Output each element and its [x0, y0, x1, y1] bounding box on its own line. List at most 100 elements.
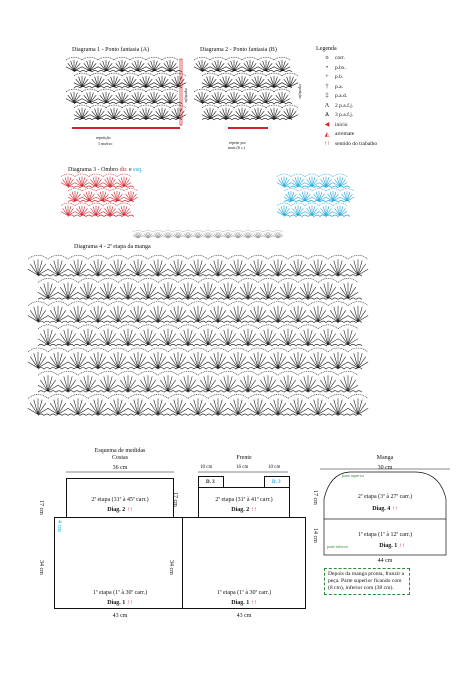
costas-diag2-text: Diag. 2 — [107, 507, 126, 513]
costas-diag1: Diag. 1 ↑↑ — [55, 600, 185, 606]
diagram3-title-esq: esq. — [133, 167, 143, 173]
frente-w-mid: 16 cm — [236, 465, 249, 470]
legend-item: † p.a. — [322, 83, 343, 91]
costas-lower: 1ª etapa (1ª à 30ª carr.) Diag. 1 ↑↑ — [54, 517, 186, 609]
legend-symbol-icon: • — [325, 64, 329, 71]
legend-symbol-icon: Ʌ — [324, 102, 330, 109]
diagram2-side-label: repetição — [298, 84, 303, 99]
legend-label: p.b. — [335, 74, 344, 80]
frente-h-upper: 17 cm — [172, 492, 178, 507]
costas-stage1: 1ª etapa (1ª à 30ª carr.) — [92, 590, 148, 596]
costas-bottom-width: 43 cm — [112, 613, 128, 619]
legend-item: Ʌ 2 p.a.f.j. — [322, 102, 353, 110]
frente-diag2-text: Diag. 2 — [231, 507, 250, 513]
frente-w-right: 10 cm — [268, 465, 281, 470]
legend-item: ↑↑ sentido do trabalho — [322, 140, 377, 148]
schemes-title: Esquema de medidas — [94, 448, 146, 454]
diagram1-motif-label: 1 motivo — [98, 141, 113, 146]
legend-label: início — [335, 121, 348, 128]
manga-top-width: 30 cm — [377, 465, 393, 471]
diagram3-title-and: e — [127, 167, 134, 173]
frente-lower: 1ª etapa (1ª à 30ª carr.) Diag. 1 ↑↑ — [182, 517, 306, 609]
legend-label: p.a. — [335, 83, 343, 90]
costas-top-dim — [66, 471, 174, 473]
diagram3-title-dir: dir. — [119, 167, 128, 173]
diagram2-chart — [193, 56, 299, 129]
costas-diag2: Diag. 2 ↑↑ — [67, 507, 173, 513]
costas-title: Costas — [111, 455, 128, 461]
frente-diag1: Diag. 1 ↑↑ — [183, 600, 305, 606]
diagram3-chart — [60, 173, 355, 239]
frente-d3-right: D. 3 — [272, 480, 281, 485]
arrows-icon: ↑↑ — [398, 543, 405, 549]
arrows-icon: ↑↑ — [126, 600, 133, 606]
legend-symbol-icon: o — [325, 55, 329, 61]
legend-item: o corr. — [322, 54, 345, 62]
frente-d3-left: D. 3 — [206, 480, 215, 485]
diagram3-title: Diagrama 3 - Ombro dir. e esq. — [68, 167, 143, 173]
frente-diag1-text: Diag. 1 — [231, 600, 250, 606]
frente-upper: 2ª etapa (31ª à 41ª carr.) Diag. 2 ↑↑ — [198, 487, 290, 518]
arrows-icon: ↑↑ — [391, 506, 398, 512]
manga-h-upper: 17 cm — [312, 490, 318, 505]
legend-label: p.bx. — [335, 64, 346, 71]
legend-label: arremate — [335, 131, 355, 137]
frente-w-left: 10 cm — [200, 465, 213, 470]
frente-bottom-width: 43 cm — [236, 613, 252, 619]
frente-h-lower: 34 cm — [168, 560, 174, 575]
frente-stage1: 1ª etapa (1ª à 30ª carr.) — [216, 590, 272, 596]
manga-lower-part: parte inferior — [327, 544, 348, 549]
diagram4-title: Diagrama 4 - 2ª etapa da manga — [74, 244, 151, 250]
legend-label: corr. — [335, 55, 345, 61]
costas-h-upper: 17 cm — [38, 500, 44, 515]
manga-stage2: 2ª etapa (3ª à 27ª carr.) — [357, 494, 413, 500]
legend-symbol-icon: ◭ — [324, 131, 330, 138]
legend-label: 2 p.a.f.j. — [335, 102, 354, 109]
legend-item: ◭ arremate — [322, 130, 355, 138]
costas-top-width: 36 cm — [112, 465, 128, 471]
frente-stage2: 2ª etapa (31ª à 41ª carr.) — [215, 497, 273, 503]
costas-upper: 2ª etapa (31ª à 45ª carr.) Diag. 2 ↑↑ — [66, 478, 174, 518]
diagram2-repeat-label-2: mais (6 c.) — [228, 145, 245, 150]
legend-symbol-icon: ◀ — [324, 122, 330, 128]
diagram1-side-label: repetição — [184, 88, 189, 103]
legend-item: + p.b. — [322, 73, 343, 81]
legend-title: Legenda — [316, 46, 337, 52]
diagram1-title: Diagrama 1 - Ponto fantasia (A) — [72, 47, 150, 53]
diagram2-title: Diagrama 2 - Ponto fantasia (B) — [200, 47, 277, 53]
diagram4-chart — [27, 254, 369, 416]
frente-top-dim — [198, 471, 288, 473]
diagram1-repeat-label: repetição — [96, 135, 111, 140]
costas-stage2: 2ª etapa (31ª à 45ª carr.) — [91, 497, 149, 503]
legend-symbol-icon: ‡ — [325, 93, 329, 99]
frente-title: Frente — [236, 455, 252, 461]
manga-title: Manga — [376, 455, 394, 461]
manga-diag1-text: Diag. 1 — [379, 543, 398, 549]
manga-diag4: Diag. 4 ↑↑ — [330, 506, 440, 512]
diagram3-title-prefix: Diagrama 3 - Ombro — [68, 167, 120, 173]
legend-symbol-icon: + — [325, 74, 329, 80]
arrows-icon: ↑↑ — [250, 600, 257, 606]
costas-diag1-text: Diag. 1 — [107, 600, 126, 606]
manga-stage1: 1ª etapa (1ª à 12ª carr.) — [357, 532, 413, 538]
legend-label: sentido do trabalho — [335, 140, 378, 147]
arrows-icon: ↑↑ — [250, 507, 257, 513]
manga-outline — [320, 468, 450, 556]
legend-symbol-icon: ↑↑ — [324, 140, 330, 147]
legend-item: ◀ início — [322, 121, 348, 129]
legend-item: ‡p.a.d. — [322, 92, 348, 100]
manga-note: Depois da manga pronta, franzir a peça. … — [324, 568, 410, 595]
legend-item: • p.bx. — [322, 64, 346, 72]
arrows-icon: ↑↑ — [126, 507, 133, 513]
diagram2-repeat-label-1: repetir por — [229, 140, 246, 145]
manga-diag1: Diag. 1 ↑↑ — [352, 543, 432, 549]
legend-symbol-icon: † — [325, 83, 329, 90]
costas-h-lower: 34 cm — [38, 560, 44, 575]
legend-label: 3 p.a.f.j. — [335, 112, 354, 118]
diagram1-chart — [65, 56, 187, 129]
manga-upper-part: parte superior — [342, 473, 365, 478]
manga-diag4-text: Diag. 4 — [372, 506, 391, 512]
costas-h-side: 4 cm — [56, 520, 62, 532]
manga-bottom-width: 44 cm — [377, 558, 393, 564]
